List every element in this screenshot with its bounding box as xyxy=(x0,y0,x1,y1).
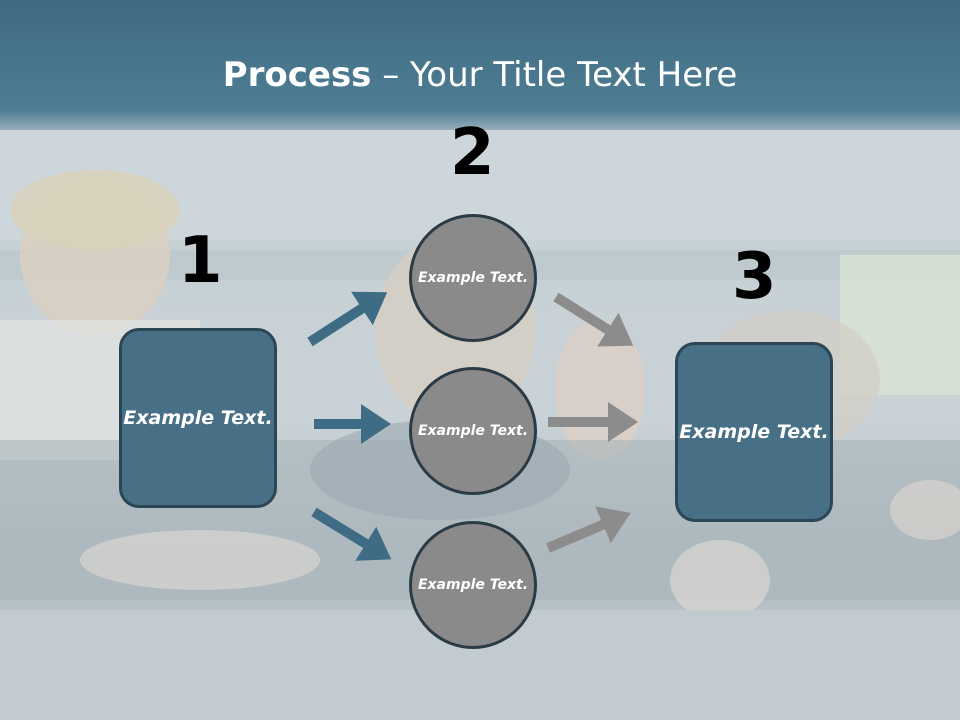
step-number-1: 1 xyxy=(178,224,223,298)
arrow-to-circle-3 xyxy=(311,507,392,561)
circle-bottom: Example Text. xyxy=(409,521,537,649)
step-1-box: Example Text. xyxy=(119,328,277,508)
circle-middle: Example Text. xyxy=(409,367,537,495)
title-bold: Process xyxy=(222,55,372,95)
arrow-to-circle-1 xyxy=(307,291,388,347)
arrow-from-circle-1 xyxy=(553,292,634,347)
step-number-3: 3 xyxy=(732,240,777,314)
step-number-2: 2 xyxy=(450,116,495,190)
title-rest: – Your Title Text Here xyxy=(371,55,738,95)
slide-title: Process – Your Title Text Here xyxy=(0,52,960,98)
arrow-from-circle-3 xyxy=(546,506,631,553)
circle-top: Example Text. xyxy=(409,214,537,342)
step-3-box: Example Text. xyxy=(675,342,833,522)
